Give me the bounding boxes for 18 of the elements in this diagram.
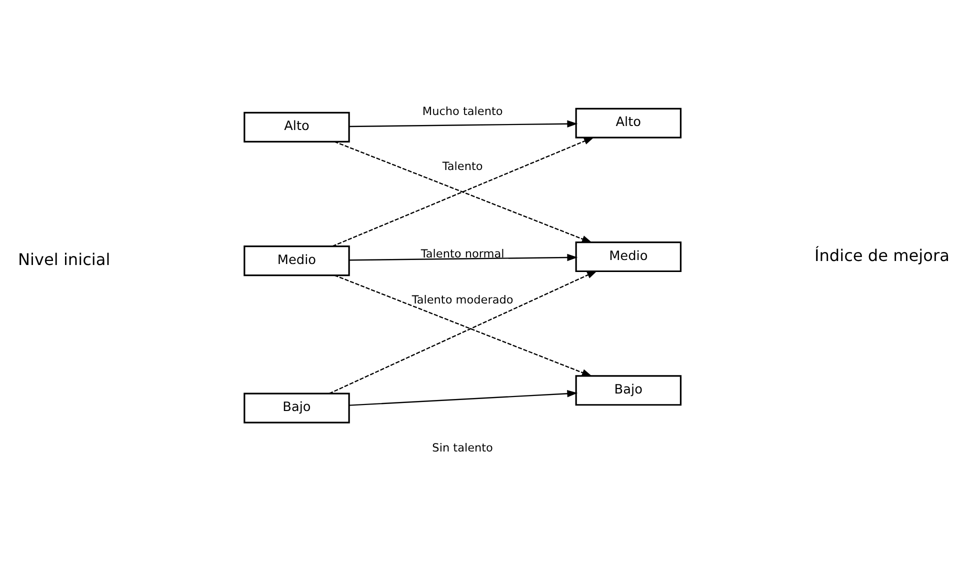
edge-label: Talento moderado (412, 294, 514, 307)
edge-label: Sin talento (432, 442, 493, 455)
arrow (334, 274, 592, 377)
label: Nivel inicial (18, 250, 110, 269)
node-box: Medio (575, 241, 682, 272)
arrow (349, 120, 578, 128)
edge-label: Talento normal (420, 248, 504, 261)
arrow (349, 254, 578, 262)
arrow (349, 390, 578, 406)
node-box: Alto (575, 108, 682, 138)
label: Índice de mejora (814, 246, 950, 265)
edge-label: Talento (442, 160, 483, 173)
node-box: Bajo (575, 375, 682, 406)
node-box: Alto (244, 112, 350, 142)
node-box: Medio (244, 245, 350, 276)
edge-label: Mucho talento (422, 105, 503, 118)
arrow (328, 270, 598, 394)
node-box: Bajo (244, 392, 350, 424)
